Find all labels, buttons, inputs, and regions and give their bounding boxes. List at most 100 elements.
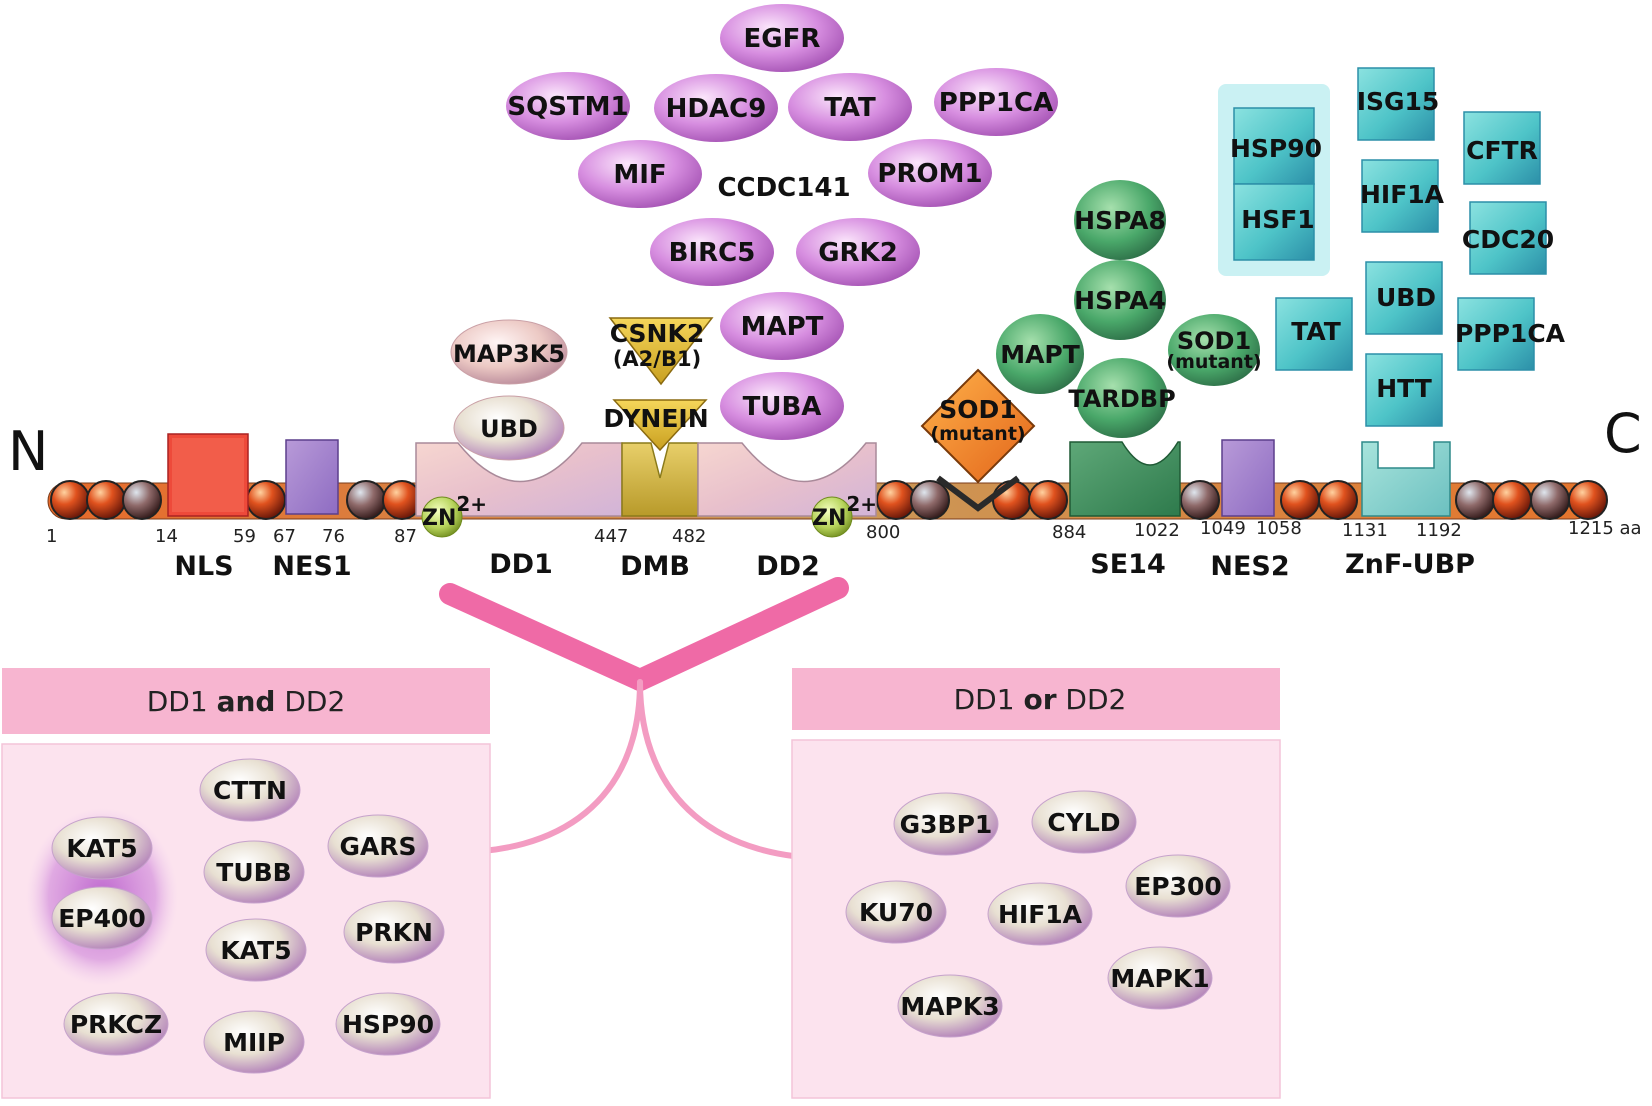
- sod1-mutant-label: (mutant): [930, 423, 1025, 445]
- domain-label-nls: NLS: [174, 551, 233, 582]
- interactor-ellipse: [578, 140, 702, 208]
- interactor-ellipse: [203, 840, 305, 904]
- zinc-label: ZN: [812, 506, 846, 531]
- interactor-ellipse: [63, 992, 169, 1056]
- interactor-square: [1463, 111, 1541, 185]
- interactor-label: GRK2: [818, 238, 898, 268]
- csnk2-label: CSNK2: [610, 319, 705, 348]
- interactor-label: HIF1A: [998, 900, 1083, 929]
- interactor-label: EGFR: [744, 24, 821, 54]
- domain-labels: NLS NES1 DD1 DMB DD2 SE14 NES2 ZnF-UBP: [174, 549, 1475, 582]
- interactor-label: GARS: [339, 832, 416, 861]
- interactor-ellipse: [934, 68, 1058, 136]
- interactor-label: HSF1: [1241, 205, 1314, 234]
- interactor-ellipse: [654, 74, 778, 142]
- position-label: 67: [273, 526, 296, 547]
- znf-ubp-domain: [1361, 441, 1451, 517]
- interactor-ellipse: [1076, 358, 1168, 438]
- se14-domain: [1069, 441, 1181, 517]
- interactor-ellipse: [1031, 790, 1137, 854]
- sod1-label: SOD1: [939, 395, 1016, 424]
- interactor-label: MAPK3: [900, 992, 999, 1021]
- interactor-ellipse: [788, 73, 912, 141]
- zinc-label: ZN: [422, 506, 456, 531]
- interactor-ellipse: [203, 1010, 305, 1074]
- interactor-label: CFTR: [1466, 136, 1538, 165]
- zinc-sphere: [421, 496, 463, 538]
- position-label: 1131: [1342, 520, 1388, 541]
- interactor-label: HIF1A: [1360, 180, 1445, 209]
- interactor-label: SOD1: [1177, 327, 1251, 355]
- bead: [1568, 480, 1608, 520]
- position-label: 1022: [1134, 520, 1180, 541]
- domain-label-dd1: DD1: [489, 549, 553, 580]
- group-or-conjunction: or: [1023, 683, 1056, 716]
- interactor-label: BIRC5: [669, 238, 756, 268]
- interactor-label: HSP90: [342, 1010, 434, 1039]
- domain-label-dmb: DMB: [620, 551, 690, 582]
- interactor-label: ISG15: [1357, 87, 1440, 116]
- nes2-domain: [1221, 439, 1275, 517]
- interactor-ellipse: [1074, 260, 1166, 340]
- interactor-ellipse: [199, 758, 301, 822]
- domain-label-dd2: DD2: [756, 551, 820, 582]
- interactor-label: PPP1CA: [939, 88, 1053, 118]
- group-or-items: G3BP1 CYLD EP300 KU70 HIF1A MAPK1 MAPK3: [845, 790, 1231, 1038]
- interactor-label: CYLD: [1047, 808, 1120, 837]
- bead: [50, 480, 90, 520]
- interactor-ellipse: [327, 814, 429, 878]
- group-or-title: DD1 or DD2: [954, 683, 1127, 716]
- domain-label-znf-ubp: ZnF-UBP: [1345, 549, 1475, 580]
- interactor-label: KU70: [859, 898, 933, 927]
- zinc-ion-dd2: ZN2+: [811, 492, 877, 538]
- ubd-ellipse: [453, 395, 565, 461]
- interactor-ellipse: [506, 72, 630, 140]
- bead: [992, 480, 1032, 520]
- connector-right-arm: [629, 577, 849, 691]
- interactor-ellipse: [996, 314, 1084, 394]
- residue-positions: 1 14 59 67 76 87 447 482 800 884 1022 10…: [46, 518, 1642, 547]
- interactor-label: HTT: [1376, 374, 1432, 403]
- dd-connector: [439, 577, 849, 862]
- interactor-ellipse: [1074, 180, 1166, 260]
- interactor-label: TAT: [1291, 317, 1341, 346]
- interactor-label: CCDC141: [717, 173, 850, 203]
- bead: [876, 480, 916, 520]
- map3k5-label: MAP3K5: [453, 340, 565, 368]
- ubd-label: UBD: [480, 415, 538, 443]
- dynein-label: DYNEIN: [603, 404, 708, 433]
- interactor-ellipse: [845, 880, 947, 944]
- group-or-post: DD2: [1057, 683, 1127, 716]
- interactor-ellipse: [51, 886, 153, 950]
- interactor-label: PPP1CA: [1455, 319, 1566, 348]
- dmb-domain: [621, 442, 699, 517]
- interactor-ellipse: [893, 792, 999, 856]
- interactor-ellipse: [51, 816, 153, 880]
- group-and-post: DD2: [275, 685, 345, 718]
- group-or-header: [792, 668, 1280, 730]
- interactor-label: KAT5: [66, 834, 137, 863]
- interactor-ellipse: [1168, 314, 1260, 386]
- sod1-mutant-diamond: SOD1 (mutant): [920, 368, 1036, 512]
- position-label: 59: [233, 526, 256, 547]
- position-label: 1192: [1416, 520, 1462, 541]
- interactor-ellipse: [796, 218, 920, 286]
- diamond-chevron: [936, 475, 1020, 512]
- interactor-label: UBD: [1376, 283, 1436, 312]
- interactor-label: CTTN: [213, 776, 287, 805]
- interactor-label: MAPT: [741, 312, 824, 342]
- interactor-ellipse: [1107, 946, 1213, 1010]
- diamond-shape: [920, 368, 1036, 484]
- connector-left-arm: [439, 583, 651, 691]
- interactor-label: EP400: [58, 904, 146, 933]
- interactor-square: [1457, 297, 1535, 371]
- interactor-sublabel: (mutant): [1166, 351, 1261, 373]
- interactor-square: [1233, 107, 1315, 185]
- interactor-label: G3BP1: [900, 810, 993, 839]
- bead: [246, 480, 286, 520]
- interactor-square: [1365, 261, 1443, 335]
- interactor-ellipse: [987, 882, 1093, 946]
- interactor-label: CDC20: [1462, 225, 1554, 254]
- interactor-ellipse: [335, 992, 441, 1056]
- position-label: 884: [1052, 522, 1086, 543]
